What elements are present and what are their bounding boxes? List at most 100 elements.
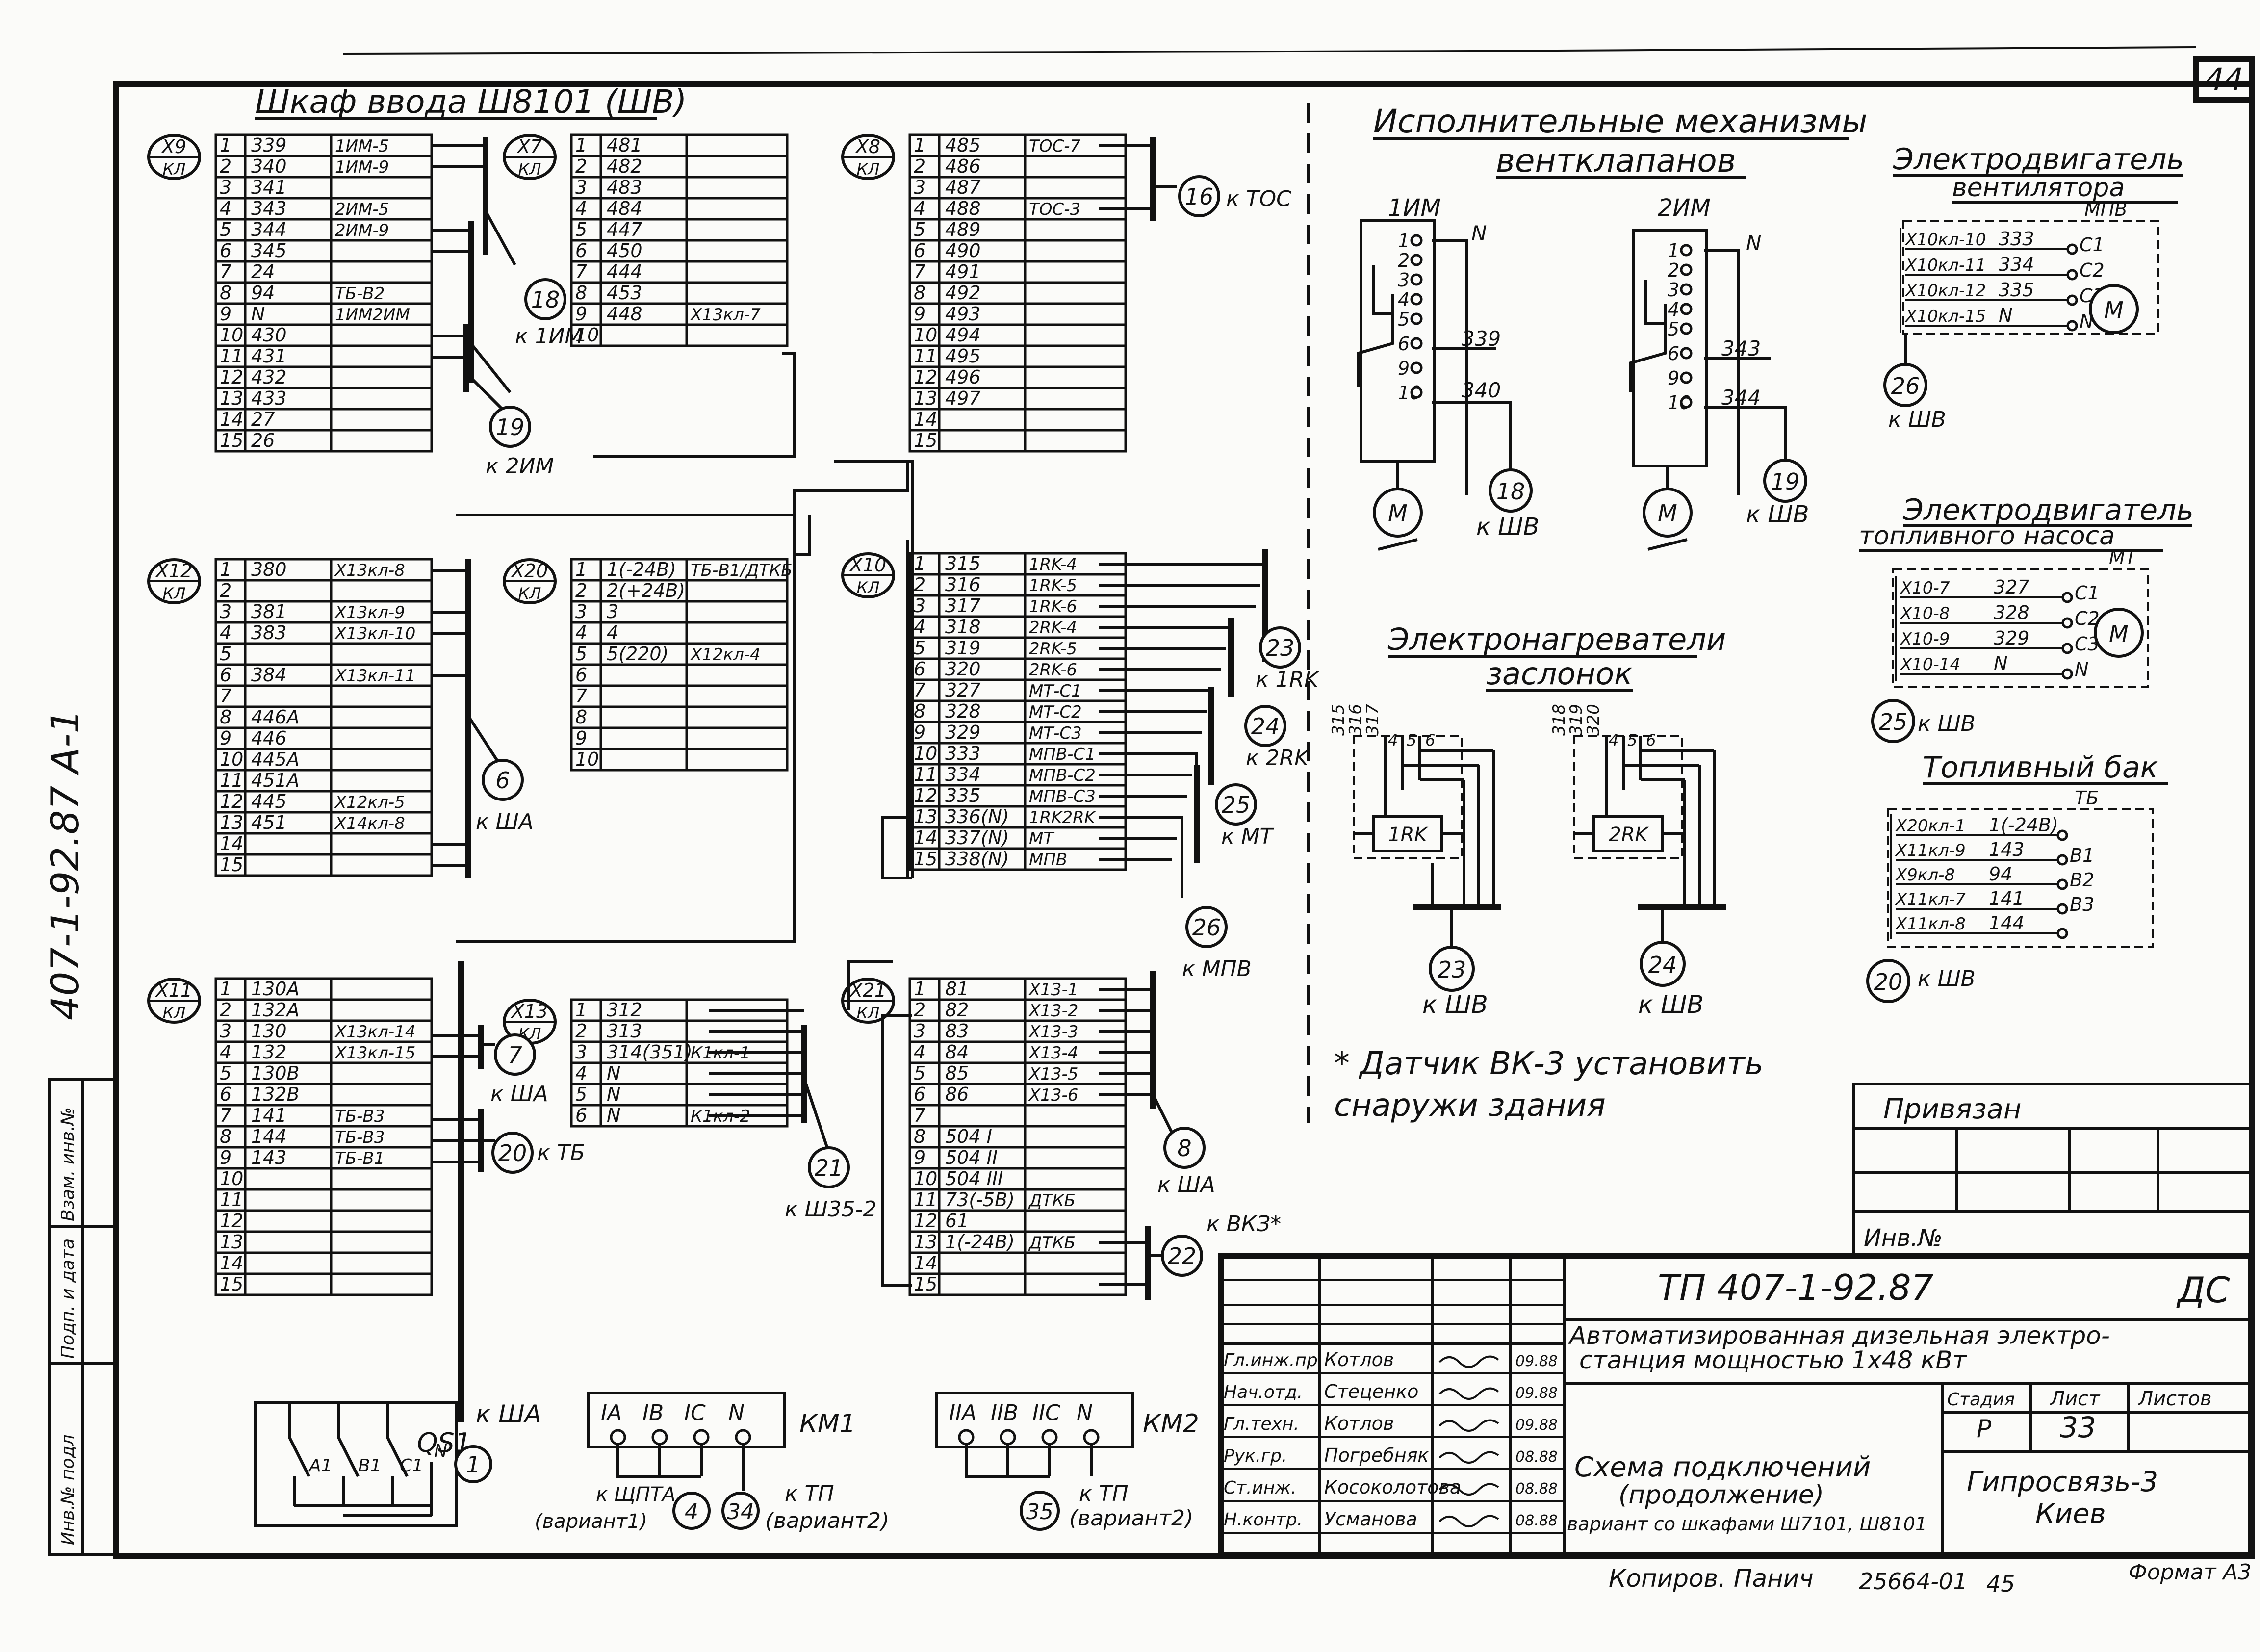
conn-source: X11кл-8 [1895, 914, 1966, 934]
tb-x10-cell: 315 [945, 553, 981, 574]
km2-term-a: IIA [949, 1400, 976, 1425]
tb-x10-cell: МПВ-С2 [1029, 766, 1096, 785]
cabinet-title: Шкаф ввода Ш8101 (ШВ) [255, 83, 687, 121]
tb-x21-cell: 81 [945, 978, 969, 1000]
tb-x12-cell: 6 [220, 664, 231, 686]
tb-x11-cell: ТБ-В3 [335, 1107, 385, 1126]
tb-x20-cell: 4 [575, 622, 587, 644]
h2-wire-320: 320 [1584, 704, 1603, 736]
tb-doc-type: ДС [2176, 1269, 2230, 1311]
tb-x9-cell: 344 [251, 219, 287, 240]
tb-tag-sub: КЛ [518, 160, 541, 179]
tb-x8-cell: 4 [914, 198, 925, 219]
im-pin-label: 6 [1668, 343, 1679, 364]
cable-marker-label: к 1RK [1256, 667, 1320, 692]
tb-x7-cell: 481 [607, 134, 642, 156]
tb-tag-x7: X7 [516, 136, 542, 157]
tb-tag-sub: КЛ [857, 578, 880, 597]
tb-x9-cell: 6 [220, 240, 231, 261]
tb-x10-cell: 4 [914, 616, 925, 638]
tb-x9-cell: 14 [220, 409, 243, 430]
tb-x12-cell: 7 [220, 685, 231, 707]
tb-x20-cell: 10 [575, 749, 599, 770]
tb-x12-cell: 12 [220, 791, 243, 812]
tb-tag-sub: КЛ [163, 160, 186, 179]
heaters: Электронагреватели заслонок 1RK 315 316 … [1329, 621, 1726, 1019]
pump-title-1: Электродвигатель [1902, 493, 2194, 527]
tb-x12-cell: X13кл-8 [334, 561, 405, 580]
km2-label: КМ2 [1143, 1409, 1199, 1439]
tb-x12-cell: 445A [251, 749, 300, 770]
tb-x8-cell: 494 [945, 324, 981, 346]
im-pin-label: 1 [1668, 240, 1679, 261]
tb-x10-cell: 334 [945, 764, 981, 785]
tb-x13-cell: 2 [575, 1020, 587, 1042]
tb-x8-cell: 485 [945, 134, 981, 156]
tb-x9-cell: 3 [220, 177, 231, 198]
im-pin-label: 2 [1398, 250, 1410, 271]
tb-inv: Инв.№ [1864, 1224, 1943, 1252]
cable-marker-num: 26 [1192, 914, 1221, 941]
tb-x12-cell: X13кл-9 [334, 603, 405, 622]
signer-date: 09.88 [1515, 1385, 1558, 1402]
tb-x10-cell: 7 [914, 679, 925, 701]
tb-x11-cell: 8 [220, 1126, 231, 1147]
im2-wire-343: 343 [1721, 336, 1761, 361]
conn-wire: N [1999, 305, 2012, 326]
tb-x8-cell: 488 [945, 198, 981, 219]
tb-sheet-title-2: (продолжение) [1618, 1480, 1824, 1510]
tb-sheet-header: Лист [2049, 1388, 2101, 1410]
tb-x12-cell: X14кл-8 [334, 814, 405, 833]
tb-x8-cell: 7 [914, 261, 925, 283]
h1-wire-315: 315 [1329, 704, 1348, 736]
signer-role: Нач.отд. [1224, 1382, 1303, 1402]
conn-source: X10кл-10 [1904, 230, 1986, 250]
signer-role: Н.контр. [1224, 1510, 1303, 1530]
tb-desc-1: Автоматизированная дизельная электро- [1568, 1321, 2110, 1350]
conn-wire: 141 [1989, 888, 2025, 909]
tb-x10-cell: 2 [914, 574, 925, 595]
tb-x7-cell: 10 [575, 324, 599, 346]
cable-marker-8: 8к ША [1157, 1127, 1215, 1197]
tb-tag-sub: КЛ [518, 584, 541, 603]
tb-x11-cell: 132A [251, 999, 300, 1021]
tb-x12-cell: 1 [220, 559, 231, 580]
cable-marker-label: к 1ИМ [515, 324, 583, 349]
tb-x21-cell: 4 [914, 1041, 925, 1063]
tb-tag-x12: X12 [155, 560, 192, 582]
im-pin-label: 3 [1668, 279, 1679, 301]
tb-x13-cell: N [607, 1062, 620, 1084]
h2-cable-label: к ШВ [1638, 990, 1704, 1019]
tank-cable-label: к ШВ [1918, 966, 1976, 991]
conn-source: X10-8 [1900, 604, 1950, 623]
km2-term-b: IIB [991, 1400, 1018, 1425]
tb-x10-cell: 1RK-4 [1029, 555, 1077, 574]
cable-marker-6: 6к ША [476, 759, 534, 834]
tb-x7-cell: 6 [575, 240, 587, 261]
tb-x9-cell: 343 [251, 198, 287, 219]
cable-marker-18: 18к 1ИМ [515, 278, 583, 349]
tb-x12-cell: 9 [220, 727, 231, 749]
tb-x9-cell: 26 [251, 430, 275, 451]
im-pin-label: 9 [1668, 367, 1679, 389]
tb-x10-cell: 10 [914, 743, 937, 764]
im2-name: 2ИМ [1658, 194, 1711, 222]
tb-x9-cell: 15 [220, 430, 243, 451]
tb-x9-cell: 13 [220, 387, 243, 409]
tb-x8-cell: 486 [945, 155, 981, 177]
cable-marker-22: 22к ВКЗ* [1161, 1212, 1281, 1277]
cable-marker-num: 22 [1168, 1243, 1197, 1269]
tb-x21-cell: 83 [945, 1020, 969, 1042]
tb-x12-cell: 380 [251, 559, 287, 580]
tb-x9-cell: 12 [220, 366, 243, 388]
tb-x20-cell: 5(220) [607, 643, 668, 665]
tb-x21-cell: X13-2 [1028, 1001, 1078, 1021]
tb-x11-cell: X13кл-15 [334, 1043, 415, 1063]
tb-x11-cell: 130 [251, 1020, 287, 1042]
im1-motor: М [1388, 500, 1408, 526]
